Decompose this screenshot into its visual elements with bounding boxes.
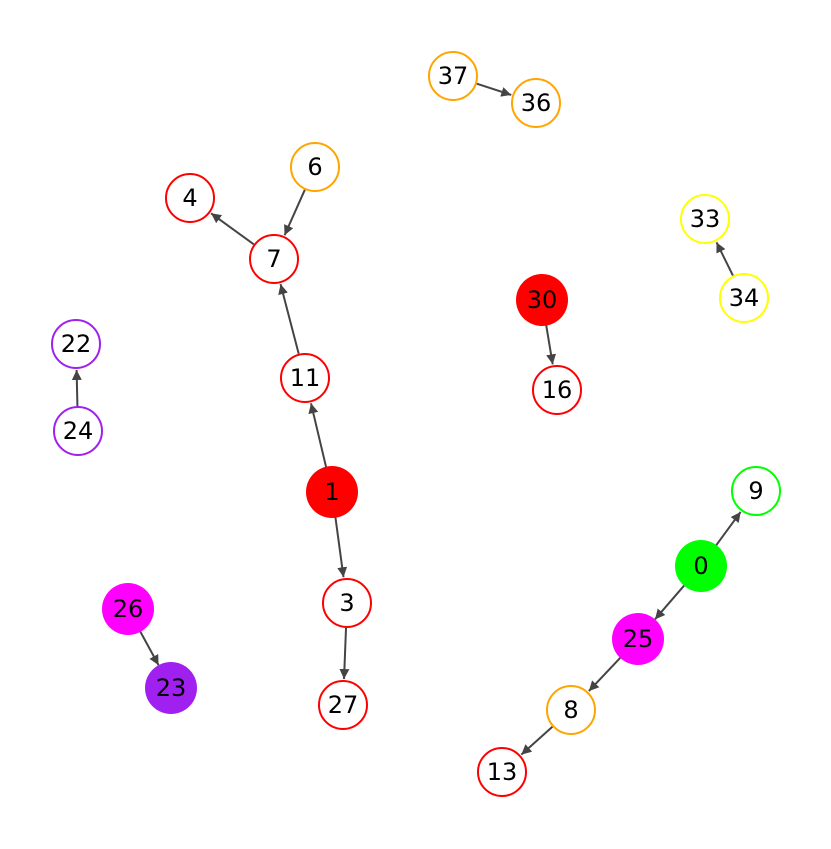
node-25: 25	[612, 613, 664, 665]
node-circle-3	[322, 578, 372, 628]
node-label-25: 25	[623, 625, 654, 653]
node-label-9: 9	[748, 477, 763, 505]
node-22: 22	[51, 319, 101, 369]
node-30: 30	[516, 274, 568, 326]
node-36: 36	[511, 78, 561, 128]
node-circle-36	[511, 78, 561, 128]
edge-34-to-33	[715, 241, 734, 277]
node-24: 24	[53, 406, 103, 456]
node-7: 7	[249, 234, 299, 284]
edge-8-to-13	[520, 725, 554, 756]
edge-6-to-7	[283, 189, 306, 236]
node-label-27: 27	[328, 691, 359, 719]
node-circle-37	[428, 51, 478, 101]
node-circle-30	[516, 274, 568, 326]
node-label-7: 7	[266, 245, 281, 273]
node-circle-9	[731, 466, 781, 516]
node-label-24: 24	[63, 417, 94, 445]
node-37: 37	[428, 51, 478, 101]
node-23: 23	[145, 662, 197, 714]
node-circle-7	[249, 234, 299, 284]
node-label-26: 26	[113, 595, 144, 623]
node-label-13: 13	[487, 758, 518, 786]
edge-26-to-23	[139, 630, 160, 666]
node-circle-24	[53, 406, 103, 456]
node-circle-8	[546, 685, 596, 735]
node-label-6: 6	[307, 153, 322, 181]
node-label-0: 0	[693, 552, 708, 580]
node-label-22: 22	[61, 330, 92, 358]
edge-7-to-4	[210, 212, 255, 246]
node-circle-22	[51, 319, 101, 369]
node-label-16: 16	[542, 376, 573, 404]
node-8: 8	[546, 685, 596, 735]
node-label-11: 11	[290, 364, 321, 392]
node-label-30: 30	[527, 286, 558, 314]
node-label-37: 37	[438, 62, 469, 90]
node-9: 9	[731, 466, 781, 516]
node-circle-0	[675, 540, 727, 592]
node-label-1: 1	[324, 478, 339, 506]
node-label-34: 34	[729, 284, 760, 312]
node-16: 16	[532, 365, 582, 415]
node-33: 33	[680, 194, 730, 244]
node-label-33: 33	[690, 205, 721, 233]
edge-37-to-36	[476, 82, 512, 97]
node-26: 26	[102, 583, 154, 635]
node-6: 6	[290, 142, 340, 192]
node-0: 0	[675, 540, 727, 592]
node-circle-34	[719, 273, 769, 323]
node-label-36: 36	[521, 89, 552, 117]
edge-11-to-7	[278, 283, 300, 355]
node-circle-11	[280, 353, 330, 403]
node-circle-33	[680, 194, 730, 244]
node-27: 27	[318, 680, 368, 730]
node-13: 13	[477, 747, 527, 797]
node-3: 3	[322, 578, 372, 628]
node-label-4: 4	[182, 184, 197, 212]
node-circle-6	[290, 142, 340, 192]
edge-0-to-9	[714, 511, 742, 547]
node-label-3: 3	[339, 589, 354, 617]
node-circle-26	[102, 583, 154, 635]
edge-1-to-3	[334, 516, 348, 578]
node-11: 11	[280, 353, 330, 403]
node-1: 1	[306, 466, 358, 518]
node-4: 4	[165, 173, 215, 223]
node-label-23: 23	[156, 674, 187, 702]
edge-3-to-27	[339, 627, 350, 680]
edge-24-to-22	[71, 369, 82, 407]
node-circle-1	[306, 466, 358, 518]
node-circle-27	[318, 680, 368, 730]
edge-0-to-25	[654, 584, 686, 620]
node-circle-16	[532, 365, 582, 415]
node-circle-13	[477, 747, 527, 797]
node-circle-25	[612, 613, 664, 665]
node-circle-4	[165, 173, 215, 223]
node-34: 34	[719, 273, 769, 323]
edge-1-to-11	[308, 403, 328, 468]
edge-25-to-8	[588, 656, 622, 692]
node-circle-23	[145, 662, 197, 714]
edges-layer	[71, 82, 742, 756]
node-label-8: 8	[563, 696, 578, 724]
edge-30-to-16	[545, 324, 557, 365]
